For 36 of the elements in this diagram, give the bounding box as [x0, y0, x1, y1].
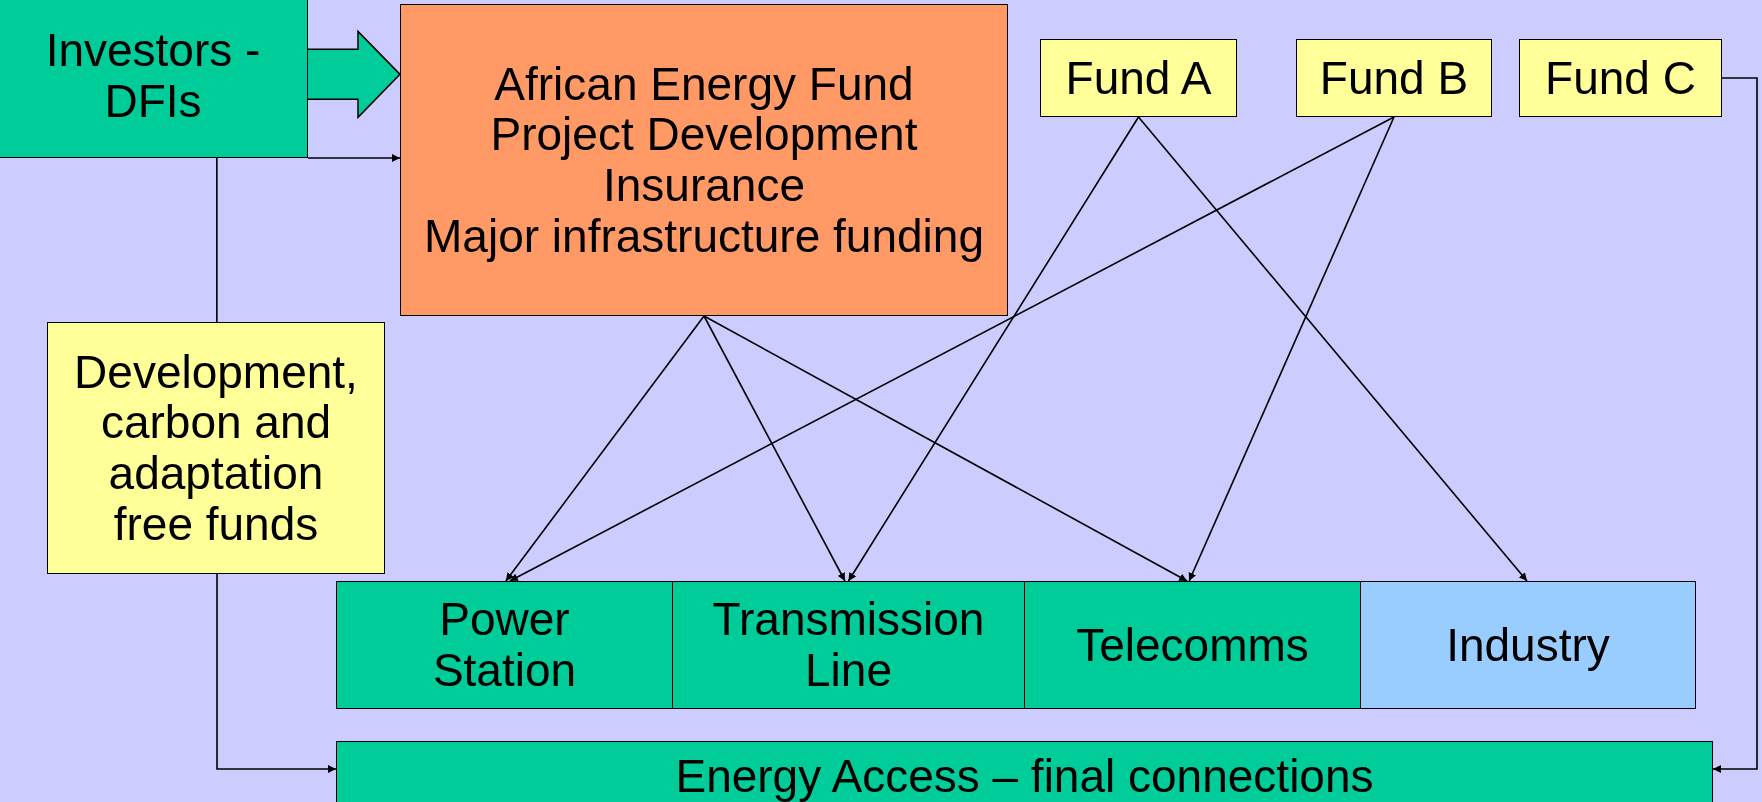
arrow [505, 315, 705, 582]
fund-box [1519, 39, 1722, 117]
node-label: Insurance [603, 160, 805, 211]
node-label: Telecomms [1076, 619, 1309, 671]
node-label: Project Development [490, 109, 918, 160]
node-label: Major infrastructure funding [424, 210, 984, 262]
arrow [847, 116, 1140, 582]
arrow [1712, 77, 1758, 773]
sector-box [672, 581, 1025, 709]
sector-box [336, 581, 673, 709]
sector-box [1360, 581, 1696, 709]
fund-box [1040, 39, 1237, 117]
fund-box [1296, 39, 1492, 117]
investor-box [0, 0, 308, 158]
arrow [307, 154, 401, 162]
node-label: Energy Access – final connections [675, 750, 1374, 802]
node-label: Power Station [431, 594, 578, 696]
node-label: Development, carbon and adaptation free funds [73, 346, 359, 550]
node-label: African Energy Fund [494, 58, 914, 110]
arrow [216, 573, 337, 773]
funds-box [47, 322, 385, 574]
arrow [703, 315, 1188, 582]
arrow [509, 116, 1395, 582]
arrow [1137, 116, 1528, 582]
sector-box [1024, 581, 1361, 709]
node-label: Fund C [1545, 52, 1696, 104]
node-label: Investors - DFIs [44, 25, 262, 127]
arrow [1188, 116, 1395, 582]
node-label: Fund B [1319, 52, 1469, 104]
block-arrow [307, 29, 402, 120]
node-label: Fund A [1065, 52, 1212, 104]
node-label: Industry [1446, 619, 1610, 671]
node-label: Transmission Line [711, 594, 986, 696]
access-box [336, 741, 1713, 802]
arrow [703, 315, 846, 582]
fund-box [400, 4, 1008, 316]
